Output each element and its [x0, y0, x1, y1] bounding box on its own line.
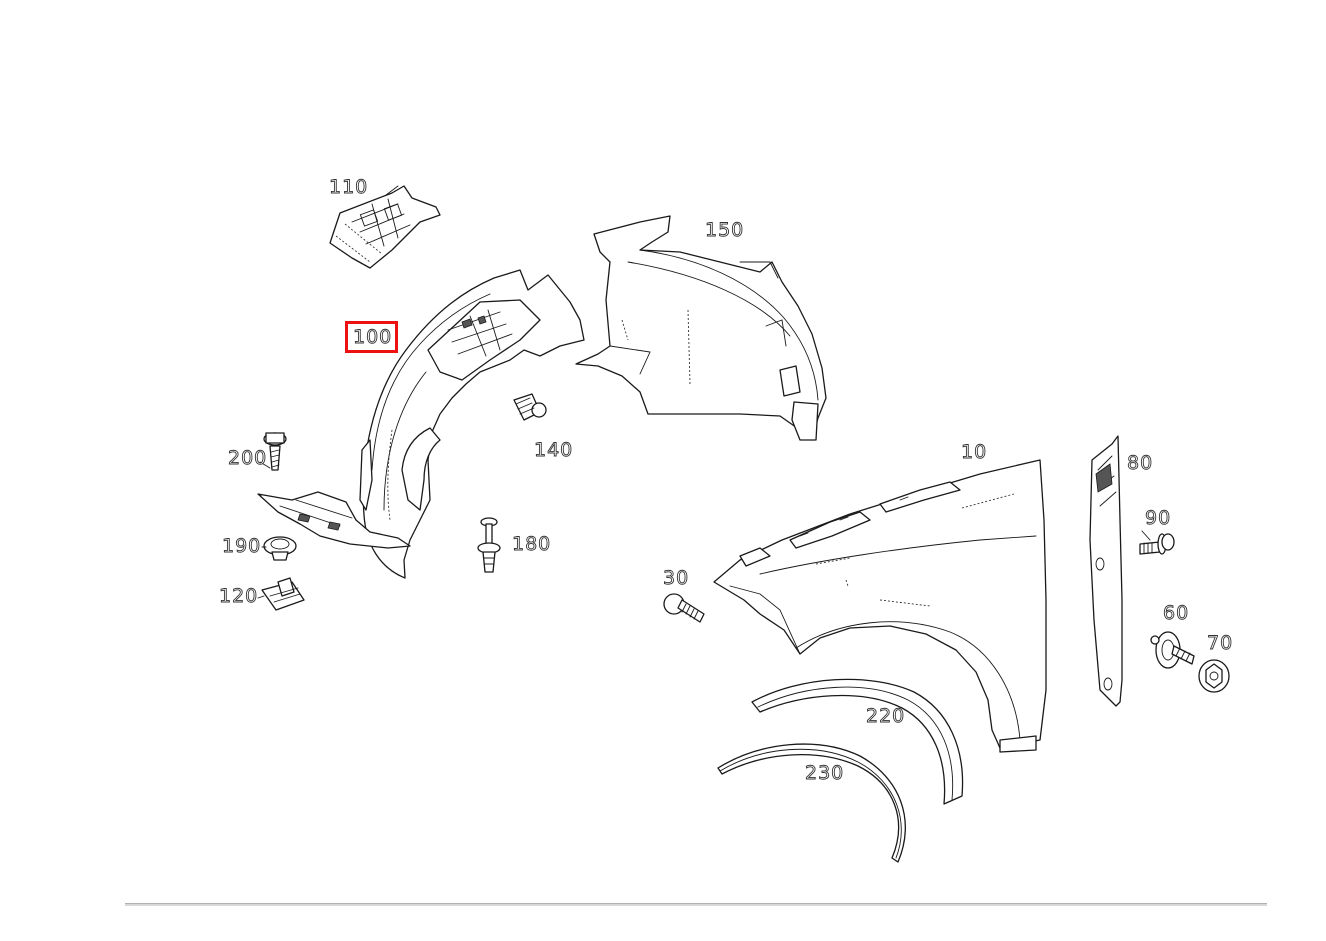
callout-30[interactable]: 30 — [663, 567, 690, 589]
callout-140[interactable]: 140 — [534, 439, 574, 461]
leader-lines — [257, 185, 1151, 599]
part-200-drawing[interactable] — [263, 432, 287, 471]
callout-230[interactable]: 230 — [805, 762, 845, 784]
part-10-drawing[interactable] — [713, 459, 1047, 753]
footer-divider — [125, 903, 1267, 906]
callout-150[interactable]: 150 — [705, 219, 745, 241]
callout-90[interactable]: 90 — [1145, 507, 1172, 529]
part-100-drawing[interactable] — [257, 269, 585, 579]
callout-120[interactable]: 120 — [219, 585, 259, 607]
part-110-drawing[interactable] — [329, 185, 441, 269]
part-90-drawing[interactable] — [1139, 533, 1175, 555]
part-190-drawing[interactable] — [263, 536, 297, 561]
part-70-drawing[interactable] — [1198, 659, 1230, 693]
part-230-drawing[interactable] — [717, 743, 906, 863]
callout-10[interactable]: 10 — [961, 441, 988, 463]
part-220-drawing[interactable] — [751, 678, 964, 805]
callout-70[interactable]: 70 — [1207, 632, 1234, 654]
part-140-drawing[interactable] — [513, 393, 547, 421]
part-150-drawing[interactable] — [575, 215, 827, 441]
callout-190[interactable]: 190 — [222, 535, 262, 557]
callout-180[interactable]: 180 — [512, 533, 552, 555]
part-30-drawing[interactable] — [663, 593, 705, 623]
part-180-drawing[interactable] — [477, 517, 501, 573]
callout-200[interactable]: 200 — [228, 447, 268, 469]
callout-80[interactable]: 80 — [1127, 452, 1154, 474]
callout-110[interactable]: 110 — [329, 176, 369, 198]
part-60-drawing[interactable] — [1150, 631, 1195, 669]
callout-100[interactable]: 100 — [345, 321, 399, 353]
part-120-drawing[interactable] — [261, 577, 305, 611]
callout-220[interactable]: 220 — [866, 705, 906, 727]
part-80-drawing[interactable] — [1089, 435, 1123, 707]
callout-60[interactable]: 60 — [1163, 602, 1190, 624]
